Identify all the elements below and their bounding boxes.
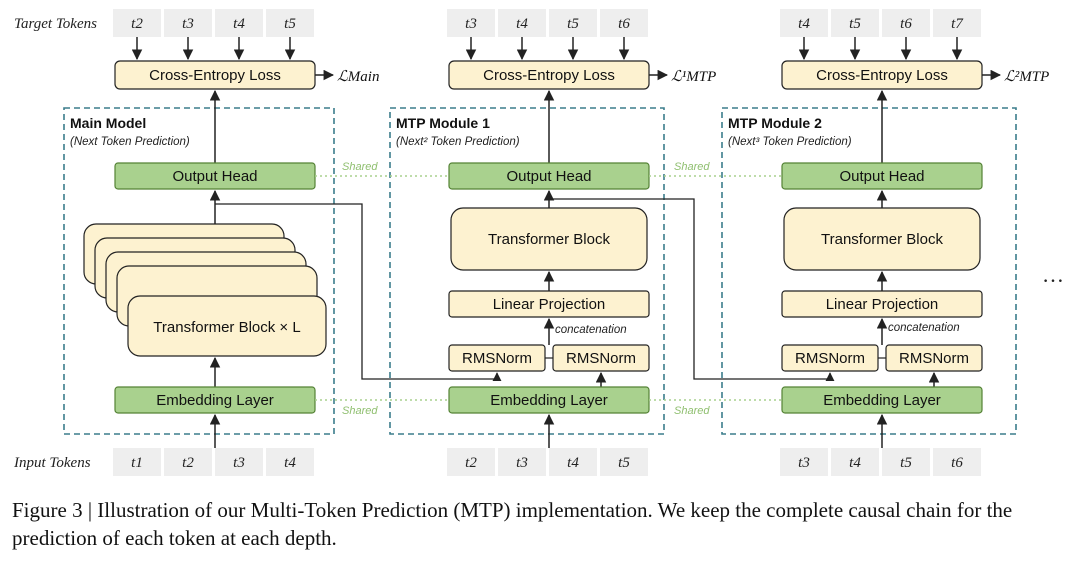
target-tokens-label: Target Tokens (14, 16, 97, 32)
input-tokens-label: Input Tokens (13, 455, 91, 471)
mtp1-target-token: t3 (465, 16, 477, 32)
mtp1-loss-label: ℒ¹MTP (671, 69, 716, 85)
mtp1-embedding-label: Embedding Layer (490, 392, 608, 409)
main-input-token: t3 (233, 455, 245, 471)
mtp2-embedding-label: Embedding Layer (823, 392, 941, 409)
mtp2-subtitle: (Next³ Token Prediction) (728, 136, 852, 148)
mtp2-cross-entropy-label: Cross-Entropy Loss (816, 67, 948, 84)
mtp1-input-token: t5 (618, 455, 630, 471)
main-input-tokens: t1 t2 t3 t4 (113, 448, 314, 476)
mtp2-target-tokens: t4 t5 t6 t7 (780, 9, 981, 37)
mtp2-target-token: t7 (951, 16, 964, 32)
mtp2-output-head-label: Output Head (839, 168, 924, 185)
shared-label-embed-2: Shared (674, 405, 710, 417)
mtp-diagram: Target Tokens Input Tokens t2 t3 t4 t5 C… (13, 9, 1064, 476)
mtp1-linear-projection-box (448, 290, 650, 318)
mtp2-target-token: t4 (798, 16, 810, 32)
main-model-subtitle: (Next Token Prediction) (70, 136, 190, 148)
shared-label-output-2: Shared (674, 161, 710, 173)
main-model: t2 t3 t4 t5 Cross-Entropy Loss ℒMain Mai… (63, 9, 379, 476)
mtp2-input-token: t6 (951, 455, 963, 471)
mtp1-input-token: t2 (465, 455, 477, 471)
main-embedding-label: Embedding Layer (156, 392, 274, 409)
mtp2-linear-projection-label: Linear Projection (826, 296, 939, 313)
main-target-token: t4 (233, 16, 245, 32)
mtp1-rmsnorm-left-label: RMSNorm (462, 350, 532, 367)
mtp1-target-token: t6 (618, 16, 630, 32)
mtp2-target-token: t5 (849, 16, 861, 32)
mtp1-subtitle: (Next² Token Prediction) (396, 136, 520, 148)
mtp1-input-token: t4 (567, 455, 579, 471)
mtp2-title: MTP Module 2 (728, 115, 822, 131)
main-model-border (63, 107, 335, 435)
mtp1-title: MTP Module 1 (396, 115, 490, 131)
mtp1-concatenation-label: concatenation (555, 324, 627, 336)
mtp2-input-token: t4 (849, 455, 861, 471)
main-target-token: t5 (284, 16, 296, 32)
main-input-token: t1 (131, 455, 143, 471)
mtp2-target-token: t6 (900, 16, 912, 32)
main-to-mtp1-hidden-path (215, 203, 502, 382)
main-transformer-stack: Transformer Block × L (83, 223, 327, 357)
main-cross-entropy-label: Cross-Entropy Loss (149, 67, 281, 84)
mtp1-to-mtp2-hidden-path (549, 198, 835, 382)
mtp2-rmsnorm-left-label: RMSNorm (795, 350, 865, 367)
mtp2-linear-projection-box (781, 290, 983, 318)
mtp2-rmsnorm-right-label: RMSNorm (899, 350, 969, 367)
mtp1-transformer-label: Transformer Block (488, 231, 610, 248)
mtp2-input-token: t3 (798, 455, 810, 471)
main-transformer-label: Transformer Block × L (153, 319, 300, 336)
mtp-module-1: t3 t4 t5 t6 Cross-Entropy Loss ℒ¹MTP MTP… (389, 9, 716, 476)
main-loss-label: ℒMain (337, 69, 379, 85)
mtp2-concatenation-label: concatenation (888, 322, 960, 334)
shared-connections: Shared Shared Shared Shared (315, 161, 782, 417)
main-input-token: t2 (182, 455, 194, 471)
mtp2-input-tokens: t3 t4 t5 t6 (780, 448, 981, 476)
mtp1-input-token: t3 (516, 455, 528, 471)
mtp1-transformer-box (450, 207, 648, 271)
mtp2-transformer-box (783, 207, 981, 271)
shared-label-output-1: Shared (342, 161, 378, 173)
mtp2-input-token: t5 (900, 455, 912, 471)
mtp1-linear-projection-label: Linear Projection (493, 296, 606, 313)
mtp1-input-tokens: t2 t3 t4 t5 (447, 448, 648, 476)
mtp2-border (721, 107, 1017, 435)
continuation-ellipsis: … (1042, 262, 1064, 287)
shared-label-embed-1: Shared (342, 405, 378, 417)
main-model-title: Main Model (70, 115, 146, 131)
mtp-module-2: t4 t5 t6 t7 Cross-Entropy Loss ℒ²MTP MTP… (721, 9, 1049, 476)
mtp1-rmsnorm-right-label: RMSNorm (566, 350, 636, 367)
mtp1-target-token: t4 (516, 16, 528, 32)
mtp1-target-tokens: t3 t4 t5 t6 (447, 9, 648, 37)
mtp1-border (389, 107, 665, 435)
main-output-head-label: Output Head (172, 168, 257, 185)
mtp2-transformer-label: Transformer Block (821, 231, 943, 248)
main-target-token: t2 (131, 16, 143, 32)
mtp2-embedding-box (781, 386, 983, 414)
mtp2-loss-label: ℒ²MTP (1004, 69, 1049, 85)
mtp1-cross-entropy-label: Cross-Entropy Loss (483, 67, 615, 84)
main-input-token: t4 (284, 455, 296, 471)
main-target-tokens: t2 t3 t4 t5 (113, 9, 314, 37)
mtp1-output-head-label: Output Head (506, 168, 591, 185)
mtp2-output-head-box (781, 162, 983, 190)
mtp1-target-token: t5 (567, 16, 579, 32)
figure-caption: Figure 3 | Illustration of our Multi-Tok… (12, 498, 1013, 550)
main-target-token: t3 (182, 16, 194, 32)
